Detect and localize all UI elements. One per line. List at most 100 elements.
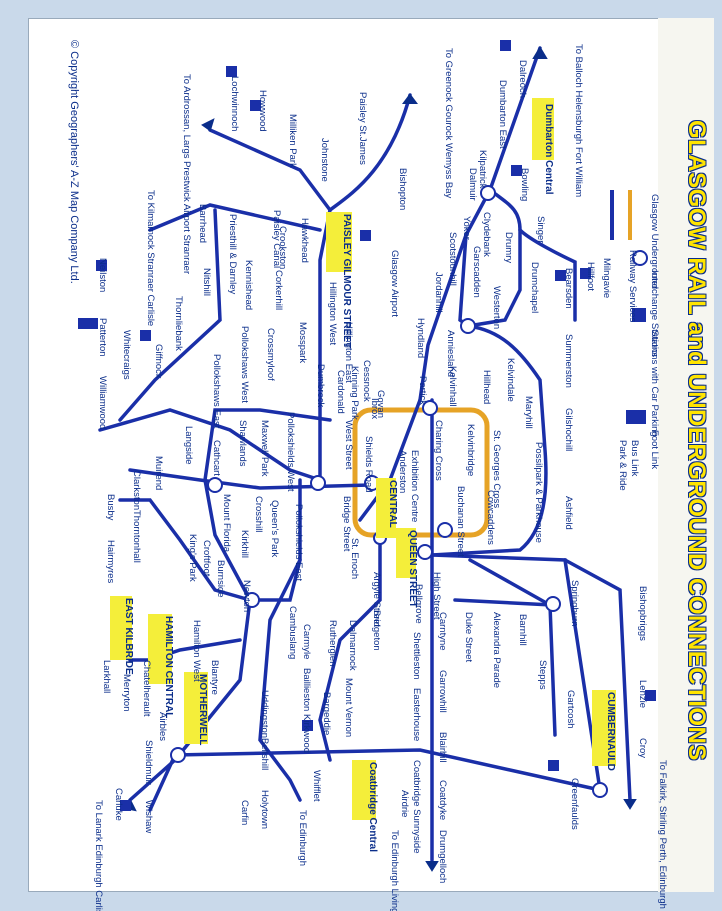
underground-loop bbox=[352, 407, 490, 538]
label-carluke: Carluke bbox=[113, 788, 124, 821]
legend-railway-label: Railway Services bbox=[627, 250, 638, 323]
legend-parking-label: Stations with Car Parking bbox=[649, 330, 660, 437]
dest-ardrossan: To Ardrossan, Largs Prestwick Airport St… bbox=[181, 74, 192, 274]
label-bellshill: Bellshill bbox=[259, 738, 270, 770]
interchange-partick bbox=[422, 400, 438, 416]
label-west-street: West Street bbox=[343, 420, 354, 470]
label-crossmyloof: Crossmyloof bbox=[265, 328, 276, 381]
label-kennishead: Kennishead bbox=[243, 260, 254, 310]
label-muirend: Muirend bbox=[153, 456, 164, 490]
label-airdrie: Airdrie bbox=[399, 790, 410, 817]
label-dumbreck: Dumbreck bbox=[315, 364, 326, 408]
label-kelvinhall: Kelvinhall bbox=[447, 366, 458, 407]
arrow-greenock bbox=[402, 93, 418, 104]
label-barrhead: Barrhead bbox=[197, 204, 208, 243]
label-yoker: Yoker bbox=[461, 216, 472, 240]
label-mosspark: Mosspark bbox=[297, 322, 308, 363]
label-crookston: Crookston bbox=[277, 226, 288, 269]
label-hillfoot: Hillfoot bbox=[585, 262, 596, 291]
label-hillington-west: Hillington West bbox=[327, 282, 338, 346]
label-hamilton-west: Hamilton West bbox=[191, 620, 202, 682]
label-nitshill: Nitshill bbox=[201, 268, 212, 296]
label-paisley-gilmour: PAISLEY GILMOUR STREET bbox=[341, 214, 352, 348]
label-whitecraigs: Whitecraigs bbox=[121, 330, 132, 380]
highlight-labels: Dumbarton Central PAISLEY GILMOUR STREET… bbox=[123, 104, 616, 852]
label-shettleston: Shettleston bbox=[411, 632, 422, 680]
label-dumbarton-central: Dumbarton Central bbox=[543, 104, 554, 195]
label-blairhill: Blairhill bbox=[437, 732, 448, 763]
label-bellgrove: Bellgrove bbox=[413, 584, 424, 624]
label-drumgelloch: Drumgelloch bbox=[437, 830, 448, 883]
label-kings-park: King's Park bbox=[187, 534, 198, 582]
label-carfin: Carfin bbox=[239, 800, 250, 825]
interchange-central-west bbox=[310, 475, 326, 491]
label-coatdyke: Coatdyke bbox=[437, 780, 448, 820]
label-cowcaddens: Cowcaddens bbox=[485, 490, 496, 545]
label-kelvindale: Kelvindale bbox=[505, 358, 516, 402]
label-bearsden: Bearsden bbox=[563, 268, 574, 309]
dest-lanark: To Lanark Edinburgh Carlisle bbox=[93, 800, 104, 911]
label-carntyne: Carntyne bbox=[437, 612, 448, 651]
label-bowling: Bowling bbox=[519, 168, 530, 201]
label-paisley-canal: Paisley Canal bbox=[271, 210, 282, 268]
parkride-icon bbox=[78, 318, 98, 329]
label-gartcosh: Gartcosh bbox=[565, 690, 576, 729]
label-duke-street: Duke Street bbox=[463, 612, 474, 663]
highlight-hamilton bbox=[148, 614, 172, 684]
label-uddingston: Uddingston bbox=[259, 690, 270, 738]
legend-underground-label: Glasgow Underground bbox=[649, 194, 660, 289]
destination-labels: To Balloch Helensburgh Fort William To G… bbox=[93, 44, 668, 911]
label-summerston: Summerston bbox=[563, 334, 574, 388]
label-bishopton: Bishopton bbox=[397, 168, 408, 210]
label-cardonald: Cardonald bbox=[335, 370, 346, 414]
label-burnside: Burnside bbox=[215, 560, 226, 598]
arrow-ardrossan bbox=[201, 118, 215, 132]
label-charing-cross: Charing Cross bbox=[433, 420, 444, 481]
highlight-queen bbox=[396, 528, 416, 578]
legend-footlink-label: Foot Link bbox=[649, 430, 660, 469]
label-cathcart: Cathcart bbox=[211, 440, 222, 476]
label-lochwinnoch: Lochwinnoch bbox=[229, 76, 240, 131]
parking-icon bbox=[548, 760, 559, 771]
label-langside: Langside bbox=[183, 426, 194, 465]
dest-airport: Glasgow Airport bbox=[389, 250, 400, 317]
label-motherwell: MOTHERWELL bbox=[197, 674, 208, 745]
label-barnhill: Barnhill bbox=[517, 614, 528, 646]
label-shawlands: Shawlands bbox=[237, 420, 248, 467]
label-clarkston: Clarkston bbox=[131, 470, 142, 510]
label-garrowhill: Garrowhill bbox=[437, 670, 448, 713]
legend-parkride-label: Park & Ride bbox=[617, 440, 628, 491]
label-larkhall: Larkhall bbox=[101, 660, 112, 693]
label-easterhouse: Easterhouse bbox=[411, 688, 422, 741]
parking-icon bbox=[302, 720, 313, 731]
label-kirkhill: Kirkhill bbox=[239, 530, 250, 558]
legend-parkride-icon bbox=[626, 410, 646, 424]
parking-icon bbox=[511, 165, 522, 176]
label-ibrox: Ibrox bbox=[369, 398, 380, 419]
label-cessnock: Cessnock bbox=[361, 360, 372, 402]
label-exhibition: Exhibition Centre bbox=[409, 450, 420, 522]
label-hairmyres: Hairmyres bbox=[105, 540, 116, 584]
dest-edinburgh-livingston: To Edinburgh Livingston bbox=[389, 830, 400, 911]
label-ashfield: Ashfield bbox=[563, 496, 574, 530]
label-cambuslang: Cambuslang bbox=[287, 606, 298, 659]
legend-labels: Glasgow Underground Railway Services Int… bbox=[617, 194, 660, 491]
parking-icon bbox=[96, 260, 107, 271]
label-pollokshields-west: Pollokshields West bbox=[285, 412, 296, 492]
dest-edinburgh: To Edinburgh bbox=[297, 810, 308, 866]
label-patterton: Patterton bbox=[97, 318, 108, 357]
arrow-falkirk bbox=[623, 799, 637, 810]
label-newton: Newton bbox=[241, 580, 252, 612]
label-kinning-park: Kinning Park bbox=[349, 366, 360, 420]
label-milngavie: Milngavie bbox=[601, 258, 612, 298]
label-drumchapel: Drumchapel bbox=[529, 262, 540, 313]
label-maxwell-park: Maxwell Park bbox=[259, 420, 270, 477]
label-kirkwood: Kirkwood bbox=[301, 714, 312, 753]
label-maryhill: Maryhill bbox=[523, 396, 534, 429]
label-rutherglen: Rutherglen bbox=[327, 620, 338, 666]
label-clydebank: Clydebank bbox=[481, 212, 492, 257]
highlight-eastkilbride bbox=[110, 596, 132, 660]
label-central: CENTRAL bbox=[387, 480, 398, 528]
legend bbox=[610, 190, 648, 424]
